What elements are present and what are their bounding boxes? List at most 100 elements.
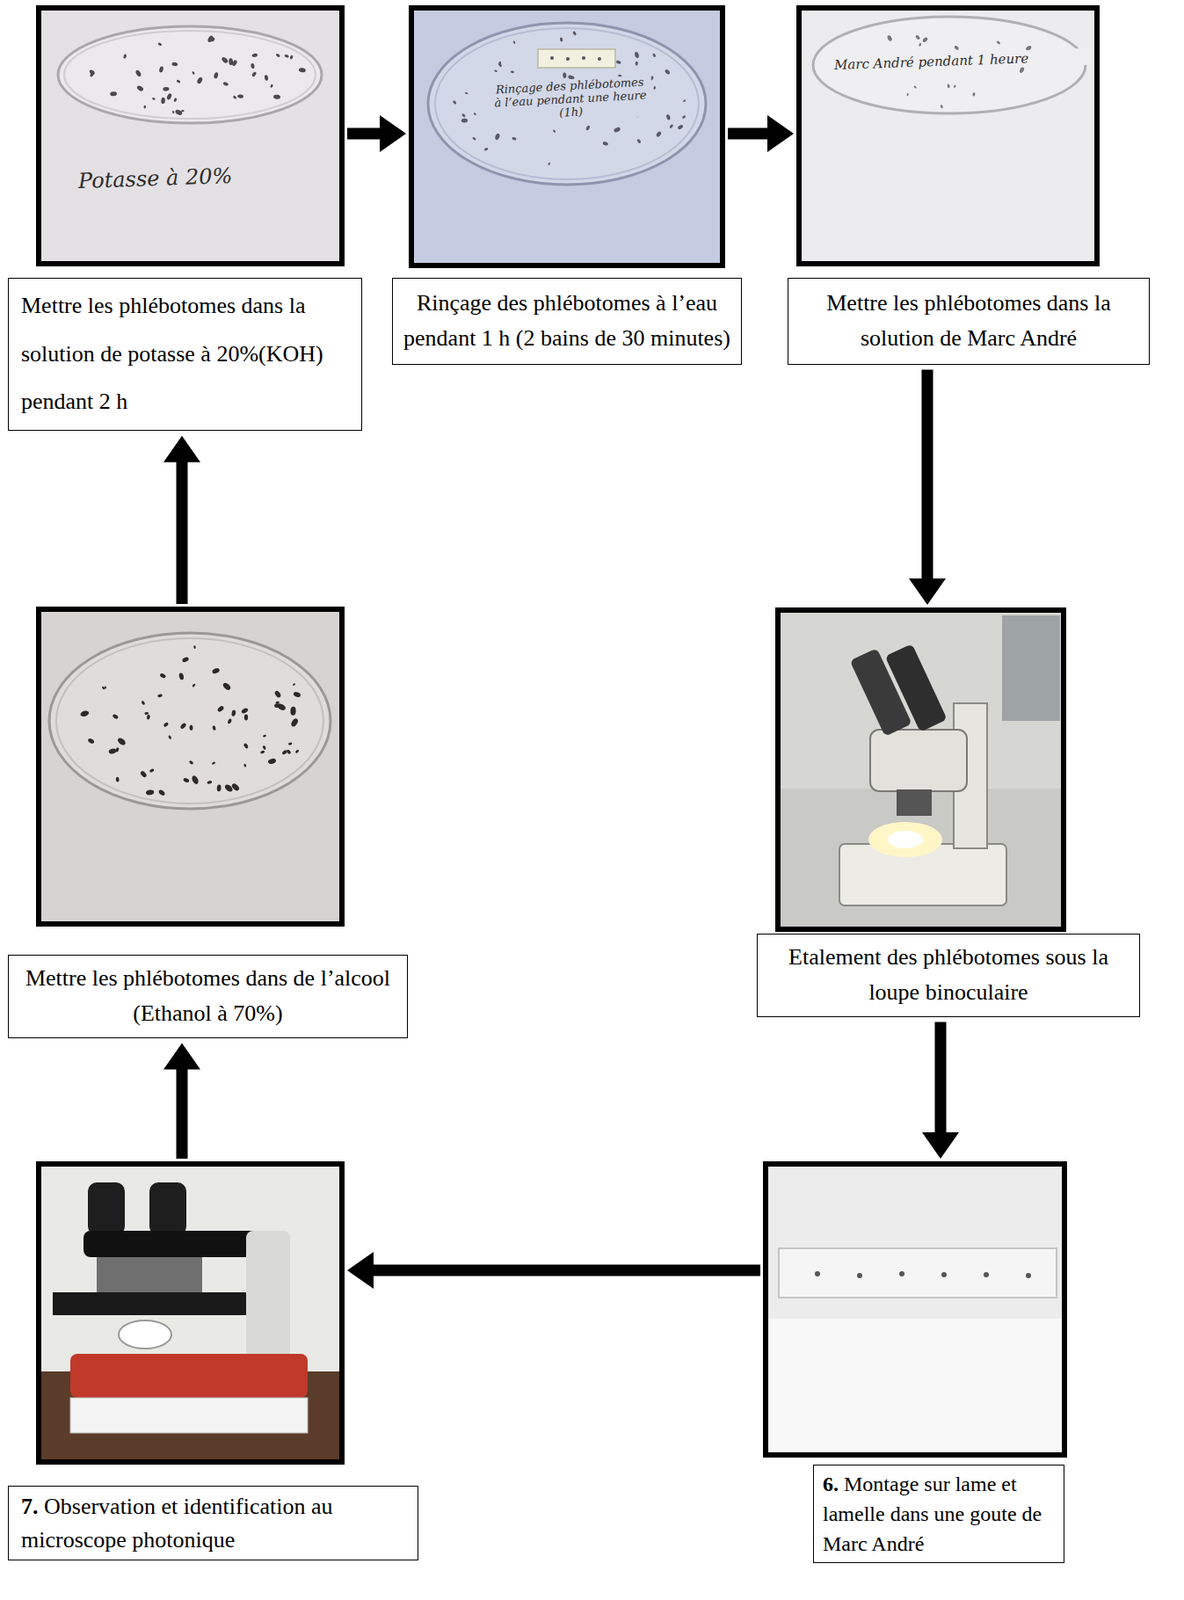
insect-dot bbox=[134, 69, 142, 78]
insect-dot bbox=[216, 784, 221, 792]
arrow-shaft bbox=[347, 128, 381, 140]
insect-dot bbox=[181, 109, 185, 113]
insect-dot bbox=[152, 97, 156, 102]
insect-dot bbox=[652, 52, 657, 58]
step-text: Rinçage des phlébotomes à l’eau pendant … bbox=[403, 290, 731, 351]
insect-dot bbox=[260, 749, 266, 755]
insect-dot bbox=[655, 130, 662, 139]
insect-dot bbox=[562, 72, 567, 79]
insect-dot bbox=[189, 725, 194, 731]
insect-dot bbox=[172, 110, 175, 115]
insect-dot bbox=[123, 53, 128, 59]
insect-dot bbox=[243, 742, 249, 749]
insect-dot bbox=[116, 736, 127, 747]
flow-arrow bbox=[347, 1251, 761, 1289]
arrow-shaft bbox=[922, 370, 934, 580]
step-text: Mettre les phlébotomes dans la solution … bbox=[21, 292, 324, 415]
insect-dot bbox=[472, 112, 477, 117]
insect-dot bbox=[886, 34, 894, 42]
insect-dot bbox=[276, 702, 287, 712]
insect-dot bbox=[493, 69, 498, 73]
insect-dot bbox=[251, 52, 258, 58]
slide-photo bbox=[765, 1163, 1065, 1455]
process-step: Etalement des phlébotomes sous la loupe … bbox=[777, 610, 1064, 1017]
insect-dot bbox=[635, 61, 639, 66]
insect-dot bbox=[158, 788, 167, 797]
arrow-head bbox=[163, 1043, 201, 1070]
step-text: Montage sur lame et lamelle dans une gou… bbox=[822, 1472, 1042, 1555]
handwritten-label: Rinçage des phlébotomes à l’eau pendant … bbox=[487, 74, 654, 124]
insect-dot bbox=[108, 748, 117, 756]
insect-dot bbox=[297, 67, 306, 73]
flow-arrow bbox=[163, 1043, 201, 1159]
petri-dish-photo bbox=[411, 7, 723, 266]
insect-dot bbox=[512, 40, 516, 44]
insect-dot bbox=[211, 667, 221, 675]
insect-dot bbox=[261, 745, 267, 751]
process-step: Mettre les phlébotomes dans de l’alcool … bbox=[38, 609, 342, 1039]
insect-dot bbox=[273, 690, 282, 699]
insect-dot bbox=[264, 74, 269, 81]
arrow-shaft bbox=[935, 1022, 947, 1134]
caption-box: 6.Montage sur lame et lamelle dans une g… bbox=[813, 1464, 1065, 1563]
insect-dot bbox=[602, 141, 609, 147]
insect-dot bbox=[145, 789, 155, 796]
insect-dot bbox=[636, 138, 642, 144]
insect-dot bbox=[178, 672, 185, 681]
insect-dot bbox=[149, 768, 155, 773]
insect-dot bbox=[174, 108, 183, 117]
insect-dot bbox=[290, 706, 297, 716]
insect-dot bbox=[237, 94, 244, 99]
arrow-shaft bbox=[176, 461, 189, 604]
step-number: 6. bbox=[822, 1472, 839, 1496]
insect-dot bbox=[116, 777, 120, 783]
insect-dot bbox=[182, 777, 190, 784]
insect-dot bbox=[292, 690, 302, 698]
insect-dot bbox=[946, 83, 951, 88]
insect-dot bbox=[143, 105, 146, 109]
step-number: 7. bbox=[21, 1493, 39, 1519]
insect-dot bbox=[913, 85, 917, 89]
insect-dot bbox=[972, 92, 976, 97]
arrow-head bbox=[767, 115, 794, 153]
insect-dot bbox=[653, 86, 656, 90]
insect-dot bbox=[158, 65, 164, 73]
step-text: Etalement des phlébotomes sous la loupe … bbox=[788, 944, 1109, 1005]
insect-dot bbox=[160, 97, 166, 105]
insect-dot bbox=[464, 92, 469, 95]
insect-dot bbox=[220, 56, 229, 65]
insect-dot bbox=[223, 783, 234, 793]
caption-box: Mettre les phlébotomes dans la solution … bbox=[7, 277, 363, 431]
insect-dot bbox=[221, 681, 232, 691]
insect-dot bbox=[250, 63, 255, 70]
insect-dot bbox=[89, 72, 95, 78]
petri-dish-photo bbox=[799, 7, 1097, 264]
petri-dish-photo bbox=[38, 7, 342, 264]
insect-dot bbox=[633, 50, 640, 59]
insect-dot bbox=[240, 706, 249, 714]
arrow-head bbox=[347, 1251, 374, 1289]
insect-dot bbox=[285, 748, 291, 756]
insect-dot bbox=[213, 72, 219, 80]
insect-dot bbox=[226, 718, 233, 725]
arrow-shaft bbox=[727, 128, 769, 140]
insect-dot bbox=[87, 737, 95, 745]
insect-dot bbox=[190, 774, 200, 785]
insect-dot bbox=[915, 34, 922, 41]
step-text: Mettre les phlébotomes dans la solution … bbox=[826, 290, 1111, 351]
insect-dot bbox=[111, 713, 119, 720]
arrow-shaft bbox=[372, 1264, 761, 1277]
insect-dot bbox=[461, 118, 469, 124]
insect-dot bbox=[251, 71, 258, 78]
insect-dot bbox=[193, 645, 197, 649]
insect-dot bbox=[585, 124, 591, 131]
insect-dot bbox=[211, 761, 217, 765]
insect-dot bbox=[559, 36, 564, 43]
insect-dot bbox=[175, 79, 181, 84]
insect-dot bbox=[144, 711, 149, 715]
flow-arrow bbox=[727, 115, 794, 153]
insect-dot bbox=[267, 757, 277, 765]
insect-dot bbox=[139, 769, 148, 778]
insect-dot bbox=[162, 721, 169, 728]
